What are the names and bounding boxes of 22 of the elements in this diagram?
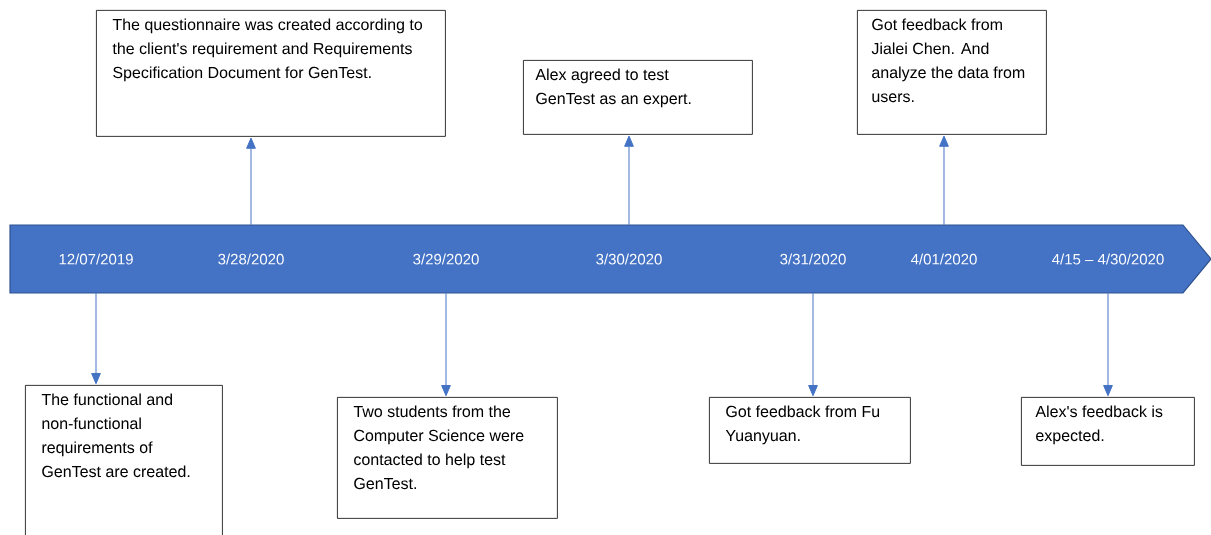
- event-box: The questionnaire was created according to the client's requirement and Requirements Specification Document for GenTest.: [96, 10, 446, 137]
- date-label: 4/01/2020: [911, 253, 977, 265]
- date-label: 3/30/2020: [596, 253, 662, 265]
- date-label: 3/28/2020: [218, 253, 284, 265]
- arrow: [91, 292, 101, 385]
- arrow: [624, 135, 634, 226]
- arrow: [939, 135, 949, 226]
- timeline-arrow: [9, 224, 1211, 294]
- event-box: Alex's feedback is expected.: [1021, 397, 1195, 466]
- event-box: Alex agreed to test GenTest as an expert.: [523, 60, 753, 135]
- date-label: 12/07/2019: [59, 253, 133, 265]
- event-box: Got feedback from Jialei Chen. And analyze the data from users.: [857, 10, 1047, 135]
- event-box: Two students from the Computer Science were contacted to help test GenTest.: [337, 397, 558, 519]
- arrow: [808, 292, 818, 397]
- arrow: [441, 292, 451, 397]
- arrow: [1103, 292, 1113, 397]
- date-label: 3/29/2020: [413, 253, 479, 265]
- date-label: 3/31/2020: [780, 253, 846, 265]
- arrow: [246, 137, 256, 226]
- event-box: Got feedback from Fu Yuanyuan.: [709, 397, 911, 464]
- date-label: 4/15 – 4/30/2020: [1052, 253, 1164, 265]
- event-box: The functional and non-functional requirements of GenTest are created.: [25, 385, 223, 535]
